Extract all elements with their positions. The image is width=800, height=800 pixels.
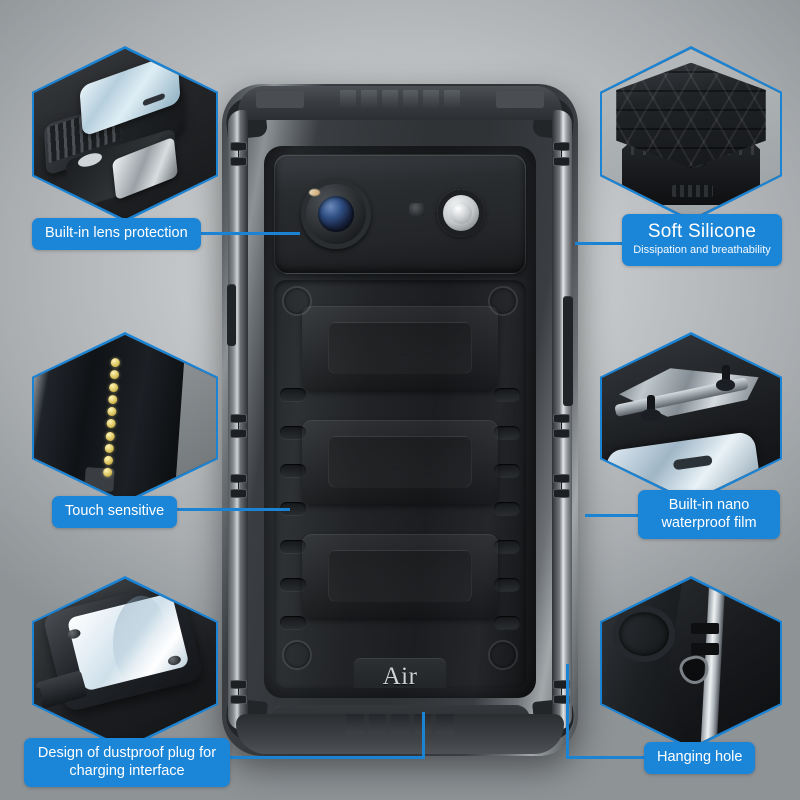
- feature-hex-lens-protection[interactable]: [32, 46, 218, 222]
- feature-label-soft-silicone[interactable]: Soft Silicone Dissipation and breathabil…: [622, 214, 782, 266]
- feature-label-text: Built-in nano waterproof film: [661, 497, 757, 531]
- flash-ring-icon: [437, 189, 485, 237]
- feature-label-text: Touch sensitive: [65, 503, 165, 519]
- panel-ring-bottom-right: [488, 640, 518, 670]
- connector-line-soft-silicone: [575, 242, 625, 245]
- rail-clip-right-1: [553, 142, 570, 166]
- lens-glint: [309, 189, 320, 196]
- grip-band-2: [302, 420, 498, 504]
- bottom-vent-slots: [346, 714, 454, 734]
- hex-image-touch-sensitive: [34, 335, 216, 501]
- rail-clip-right-2: [553, 414, 570, 438]
- hex-image-dustproof-plug: [34, 579, 216, 747]
- grip-band-3: [302, 534, 498, 618]
- panel-notch-r2: [494, 426, 520, 439]
- power-button-right: [563, 296, 573, 406]
- feature-label-dustproof-plug[interactable]: Design of dustproof plug for charging in…: [24, 738, 230, 788]
- rail-clip-right-4: [553, 680, 570, 704]
- rail-clip-left-3: [230, 474, 247, 498]
- feature-hex-dustproof-plug[interactable]: [32, 576, 218, 750]
- rail-clip-left-4: [230, 680, 247, 704]
- panel-notch-r3: [494, 464, 520, 477]
- case-back-shell: Air: [264, 146, 536, 698]
- rail-clip-left-2: [230, 414, 247, 438]
- panel-notch-r5: [494, 540, 520, 553]
- hex-image-hanging-hole: [602, 579, 780, 747]
- feature-label-waterproof-film[interactable]: Built-in nano waterproof film: [638, 490, 780, 540]
- feature-label-text: Soft Silicone: [647, 221, 757, 242]
- rail-clip-right-3: [553, 474, 570, 498]
- panel-notch-r7: [494, 616, 520, 629]
- camera-module: [274, 154, 526, 274]
- sensor-dot: [409, 203, 425, 216]
- panel-ring-top-left: [282, 286, 312, 316]
- panel-ring-bottom-left: [282, 640, 312, 670]
- panel-notch-l4: [280, 502, 306, 515]
- panel-notch-r4: [494, 502, 520, 515]
- hex-image-soft-silicone: [602, 49, 780, 219]
- hex-image-lens-protection: [34, 49, 216, 219]
- applicator-pin-1: [641, 394, 661, 432]
- feature-label-hanging-hole[interactable]: Hanging hole: [644, 742, 756, 774]
- connector-line-touch-sensitive: [160, 508, 290, 511]
- panel-notch-r1: [494, 388, 520, 401]
- rail-clip-left-1: [230, 142, 247, 166]
- feature-label-text: Hanging hole: [657, 749, 743, 765]
- panel-notch-l7: [280, 616, 306, 629]
- panel-notch-l1: [280, 388, 306, 401]
- hex-image-waterproof-film: [602, 335, 780, 501]
- feature-label-lens-protection[interactable]: Built-in lens protection: [32, 218, 201, 250]
- connector-line-waterproof-film: [585, 514, 640, 517]
- connector-line-dustproof-plug-v: [422, 712, 425, 758]
- feature-hex-soft-silicone[interactable]: [600, 46, 782, 222]
- case-top-pad-left: [256, 91, 304, 108]
- feature-label-text: Design of dustproof plug for charging in…: [37, 745, 217, 779]
- panel-notch-l5: [280, 540, 306, 553]
- brand-logo-text: Air: [382, 663, 418, 688]
- feature-hex-waterproof-film[interactable]: [600, 332, 782, 504]
- grip-band-1: [302, 306, 498, 390]
- case-top-pad-right: [496, 91, 544, 108]
- connector-line-lens-protection: [190, 232, 300, 235]
- panel-notch-l6: [280, 578, 306, 591]
- connector-line-dustproof-plug-h: [210, 756, 425, 759]
- panel-ring-top-right: [488, 286, 518, 316]
- feature-sublabel-text: Dissipation and breathability: [633, 244, 771, 257]
- volume-button-left: [227, 284, 236, 346]
- phone-case-product-image: Air: [222, 84, 578, 756]
- feature-label-text: Built-in lens protection: [45, 225, 188, 241]
- connector-line-hanging-hole-v: [566, 664, 569, 758]
- top-vent-slots: [340, 90, 460, 109]
- textured-back-panel: Air: [274, 280, 526, 688]
- panel-notch-l3: [280, 464, 306, 477]
- connector-line-hanging-hole-h: [566, 756, 656, 759]
- panel-notch-l2: [280, 426, 306, 439]
- feature-hex-touch-sensitive[interactable]: [32, 332, 218, 504]
- brand-logo-plate: Air: [354, 658, 446, 688]
- feature-hex-hanging-hole[interactable]: [600, 576, 782, 750]
- panel-notch-r6: [494, 578, 520, 591]
- feature-label-touch-sensitive[interactable]: Touch sensitive: [52, 496, 178, 528]
- applicator-pin-2: [715, 364, 736, 402]
